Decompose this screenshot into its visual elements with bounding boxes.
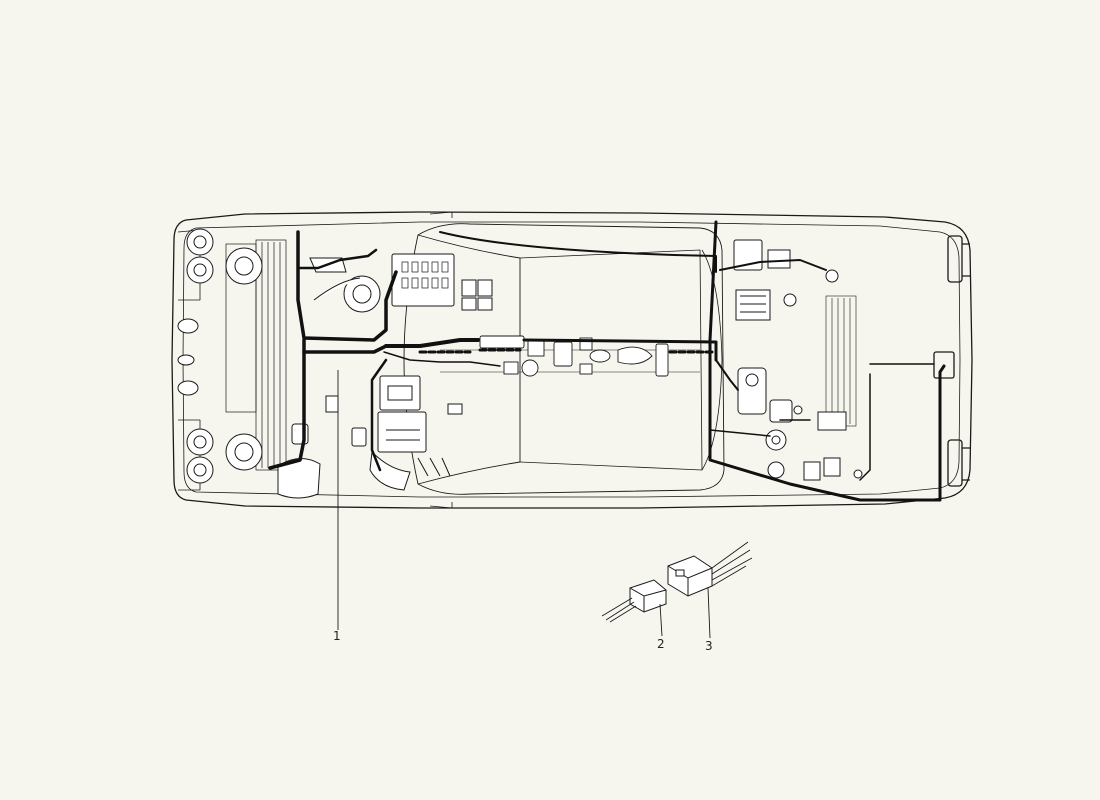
wiring-harness — [268, 220, 946, 502]
rear-components — [733, 239, 863, 481]
connector-part-3 — [667, 541, 753, 597]
callout-1: 1 — [333, 629, 341, 643]
callout-2: 2 — [657, 637, 665, 651]
connector-detail — [601, 541, 753, 623]
callout-leaders — [337, 370, 711, 639]
engine-cover-grille — [825, 295, 857, 427]
fuse-box — [391, 253, 493, 311]
connector-part-2 — [601, 579, 667, 623]
car-body-outline — [171, 211, 973, 509]
callout-labels: 1 2 3 — [333, 629, 713, 653]
callout-3: 3 — [705, 639, 713, 653]
brake-servo — [313, 275, 381, 313]
radiator — [225, 239, 287, 471]
front-components — [177, 228, 321, 499]
